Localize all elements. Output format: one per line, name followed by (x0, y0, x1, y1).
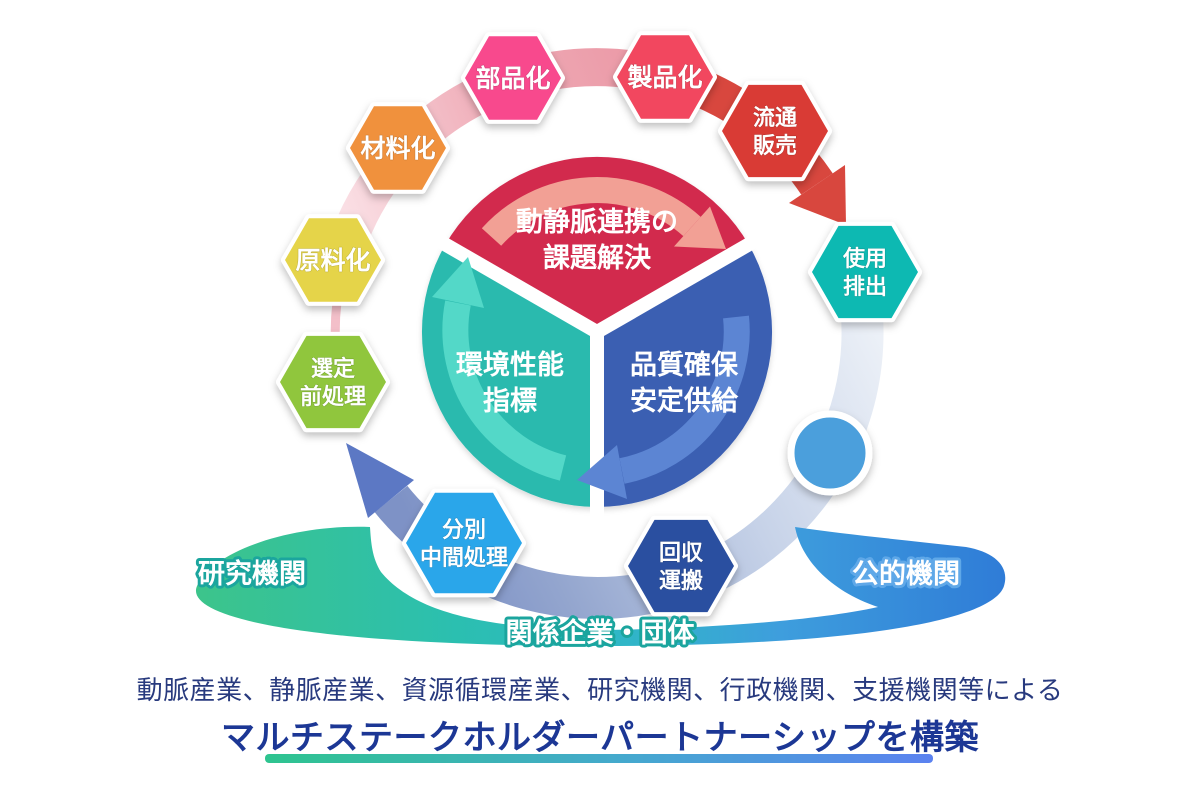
hexagon-sorting-intermediate (402, 488, 526, 598)
hexagon-use-discharge-label: 使用 (842, 247, 887, 272)
stakeholder-ring: 研究機関 公的機関 関係企業・団体 (195, 526, 1006, 652)
hexagon-selection-pretreatment (276, 331, 390, 433)
ring-label-public: 公的機関 (852, 558, 960, 590)
pie-label-collaboration: 動静脈連携の (516, 207, 678, 238)
pie-label-environment: 環境性能 (456, 349, 564, 381)
pie-label-collaboration: 課題解決 (543, 242, 652, 274)
recycle-arrowhead-icon (346, 443, 414, 518)
hexagon-collection-transport-label: 運搬 (659, 568, 703, 594)
hexagon-use-discharge-label: 排出 (843, 275, 887, 300)
hexagon-raw-materials (281, 214, 385, 306)
hexagon-parts-label: 部品化 (475, 64, 550, 93)
hexagon-selection-pretreatment-label: 選定 (311, 356, 355, 382)
pie-label-quality-supply: 品質確保 (630, 349, 739, 381)
hexagon-distribution-sales (718, 80, 832, 182)
hexagon-materials-label: 材料化 (360, 134, 435, 163)
hexagon-materials (346, 102, 450, 194)
hexagon-selection-pretreatment-label: 前処理 (300, 384, 366, 410)
hexagon-sorting-intermediate-label: 分別 (442, 518, 486, 543)
hexagon-sorting-intermediate-label: 中間処理 (420, 545, 508, 571)
hexagon-group (276, 31, 922, 617)
hexagon-collection-transport-label: 回収 (659, 541, 704, 566)
caption-underline (265, 754, 933, 763)
pie-arrowhead-red-icon (674, 206, 726, 249)
hexagon-parts (461, 32, 565, 124)
pie-label-environment: 指標 (483, 386, 537, 417)
center-pie: 動静脈連携の 課題解決 環境性能 指標 品質確保 安定供給 (421, 156, 773, 524)
hexagon-collection-transport (624, 515, 738, 617)
hexagon-distribution-sales-label: 流通 (753, 105, 797, 131)
hexagon-products-label: 製品化 (626, 63, 702, 92)
pie-arrow-teal (442, 300, 567, 481)
hexagon-distribution-sales-label: 販売 (753, 133, 797, 159)
cycle-node-circle (787, 410, 873, 496)
pie-label-quality-supply: 安定供給 (630, 385, 739, 417)
pie-dividers (427, 229, 767, 524)
hexagon-use-discharge (808, 221, 922, 323)
pie-arrowhead-teal-icon (432, 257, 484, 308)
red-cycle-arrowhead-icon (789, 165, 846, 225)
caption-line1: 動脈産業、静脈産業、資源循環産業、研究機関、行政機関、支援機関等による (136, 676, 1064, 706)
hexagon-products (613, 31, 717, 123)
caption-line2: マルチステークホルダーパートナーシップを構築 (221, 718, 979, 758)
ring-label-research: 研究機関 (198, 558, 306, 590)
hexagon-labels: 部品化 製品化 流通 販売 使用 排出 材料化 原料化 選定 前処理 分別 中間… (295, 62, 888, 594)
pie-arrow-blue (619, 315, 750, 484)
stakeholder-ring-shape (195, 526, 1006, 646)
hexagon-raw-materials-label: 原料化 (295, 246, 370, 275)
pie-arrowhead-blue-icon (577, 445, 627, 499)
ring-label-companies: 関係企業・団体 (506, 617, 696, 649)
pie-arrow-red (481, 177, 701, 246)
